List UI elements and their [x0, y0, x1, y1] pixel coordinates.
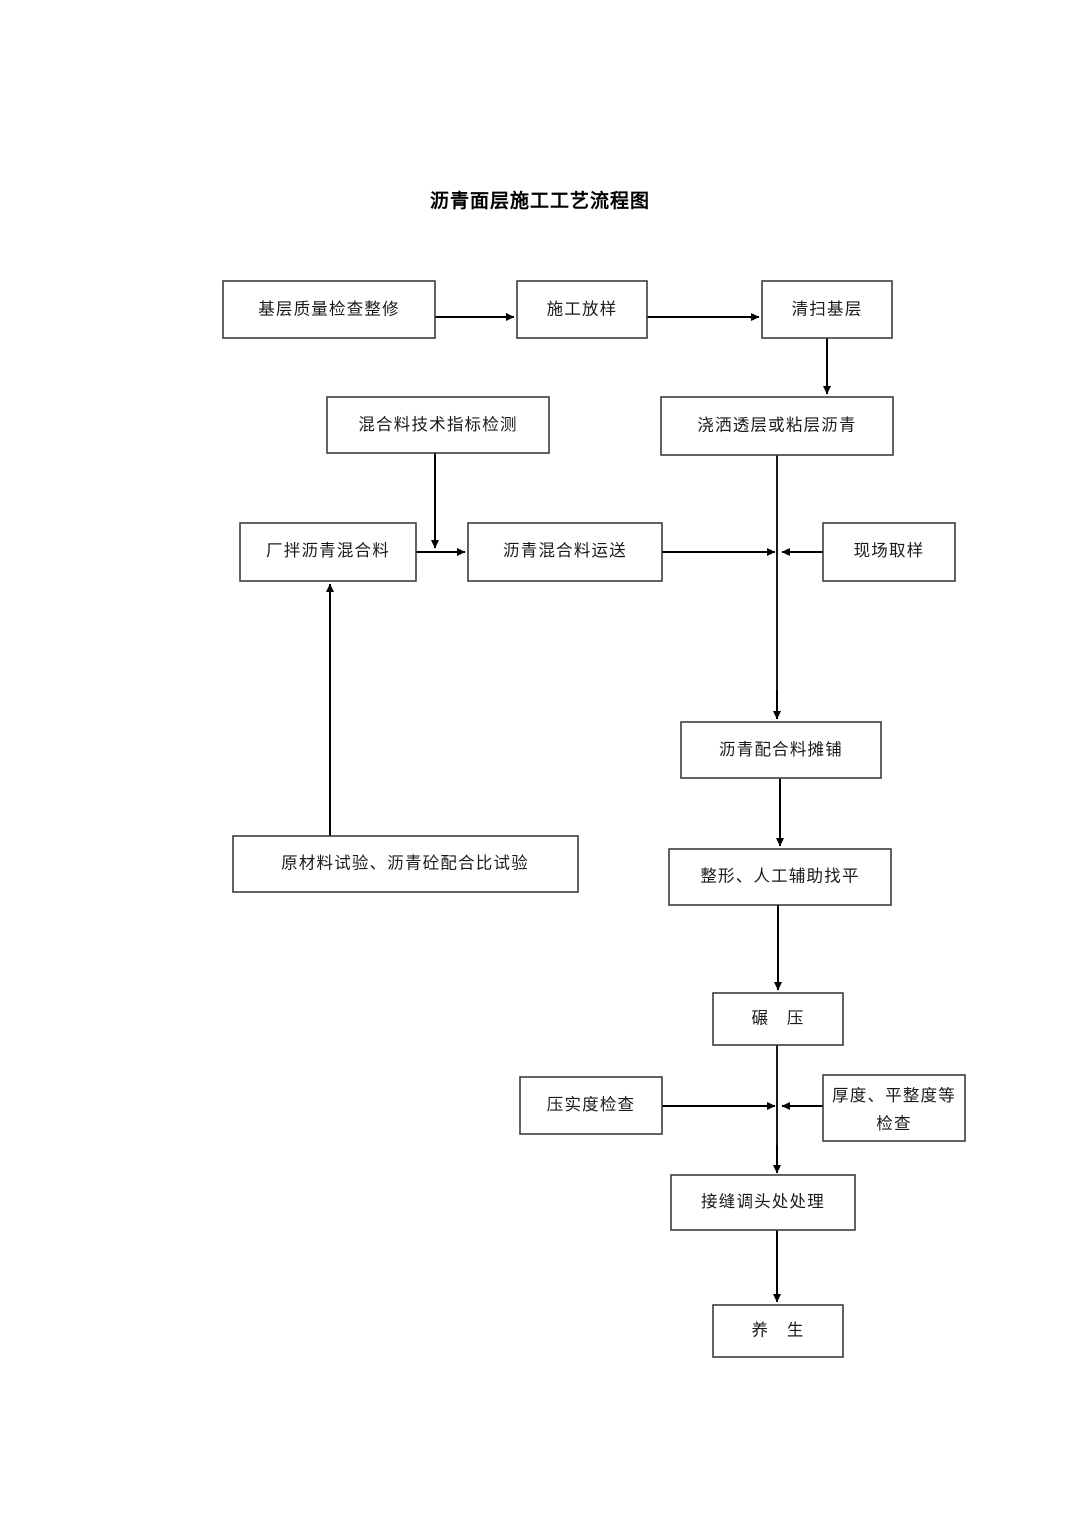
node-label: 接缝调头处处理: [701, 1192, 825, 1211]
node-base-quality-inspection[interactable]: 基层质量检查整修: [222, 280, 436, 339]
node-label: 混合料技术指标检测: [358, 415, 517, 434]
node-asphalt-mix-paving[interactable]: 沥青配合料摊铺: [680, 721, 882, 779]
node-curing[interactable]: 养 生: [712, 1304, 844, 1358]
node-label-line1: 厚度、平整度等: [832, 1086, 956, 1105]
node-label: 原材料试验、沥青砼配合比试验: [281, 853, 529, 872]
page-title: 沥青面层施工工艺流程图: [429, 191, 650, 212]
node-compaction-degree-check[interactable]: 压实度检查: [519, 1076, 663, 1135]
node-construction-setting-out[interactable]: 施工放样: [516, 280, 648, 339]
node-mixture-technical-index-test[interactable]: 混合料技术指标检测: [326, 396, 550, 454]
node-shaping-manual-leveling[interactable]: 整形、人工辅助找平: [668, 848, 892, 906]
node-label: 沥青配合料摊铺: [719, 740, 843, 759]
node-label: 清扫基层: [792, 299, 863, 318]
node-label: 厂拌沥青混合料: [266, 541, 390, 560]
node-label: 碾 压: [751, 1008, 804, 1027]
node-label: 基层质量检查整修: [258, 299, 400, 318]
node-label: 沥青混合料运送: [503, 541, 627, 560]
node-layer: 基层质量检查整修 施工放样 清扫基层 混合料技术指标检测 浇洒透层或粘层沥青 厂: [222, 280, 966, 1358]
node-thickness-evenness-check[interactable]: 厚度、平整度等 检查: [822, 1074, 966, 1142]
node-clean-base-course[interactable]: 清扫基层: [761, 280, 893, 339]
node-label: 养 生: [751, 1320, 804, 1339]
node-label-line2: 检查: [876, 1114, 911, 1133]
node-asphalt-mixture-transport[interactable]: 沥青混合料运送: [467, 522, 663, 582]
node-joint-turnaround-treatment[interactable]: 接缝调头处处理: [670, 1174, 856, 1231]
node-plant-mixed-asphalt[interactable]: 厂拌沥青混合料: [239, 522, 417, 582]
node-label: 整形、人工辅助找平: [700, 866, 859, 885]
node-label: 现场取样: [854, 541, 925, 560]
node-label: 浇洒透层或粘层沥青: [697, 415, 856, 434]
node-onsite-sampling[interactable]: 现场取样: [822, 522, 956, 582]
node-compaction[interactable]: 碾 压: [712, 992, 844, 1046]
node-label: 施工放样: [547, 299, 618, 318]
edge-layer: [325, 312, 832, 1303]
node-raw-material-mix-design-test[interactable]: 原材料试验、沥青砼配合比试验: [232, 835, 579, 893]
node-spray-prime-tack-coat[interactable]: 浇洒透层或粘层沥青: [660, 396, 894, 456]
node-label: 压实度检查: [547, 1095, 636, 1114]
